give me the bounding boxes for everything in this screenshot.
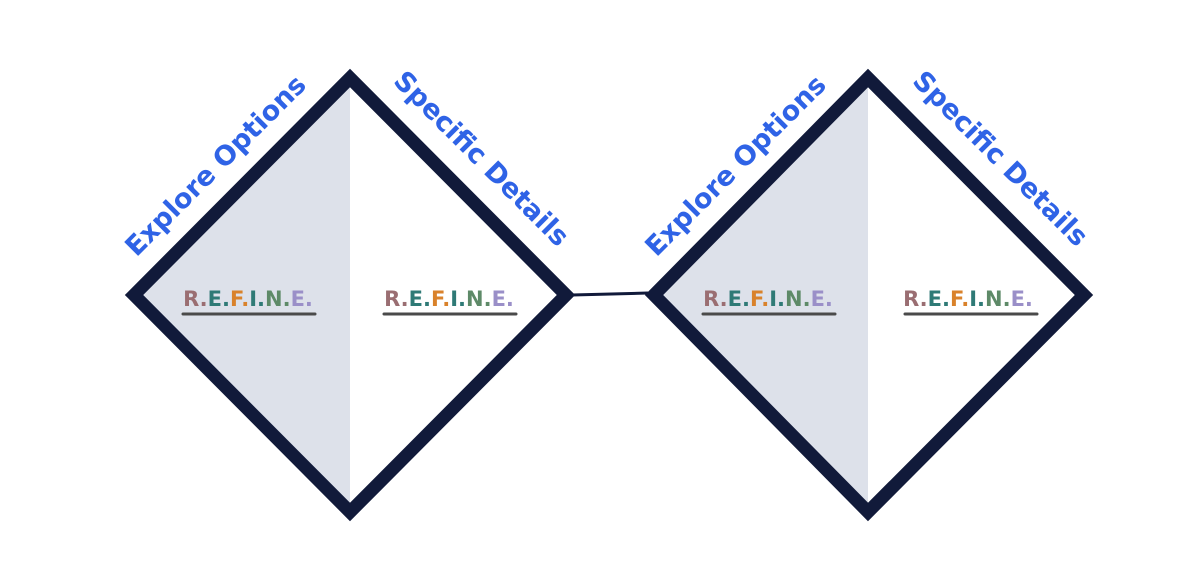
refine-letter: F. [230, 287, 249, 311]
diamond-1-left-refine: R.E.F.I.N.E. [183, 287, 313, 311]
refine-letter: E. [728, 287, 750, 311]
diamond-1-right-label: Specific Details [387, 65, 575, 253]
diamond-1-right-refine: R.E.F.I.N.E. [384, 287, 514, 311]
refine-letter: F. [750, 287, 769, 311]
diamond-1-shaded-half [134, 78, 350, 512]
refine-letter: E. [409, 287, 431, 311]
diamond-2-right-refine: R.E.F.I.N.E. [903, 287, 1033, 311]
diamond-2-outline [644, 68, 1094, 522]
refine-letter: F. [431, 287, 450, 311]
refine-letter: N. [466, 287, 492, 311]
diamond-1: Explore Options Specific Details R.E.F.I… [119, 65, 576, 522]
refine-letter: E. [811, 287, 833, 311]
refine-letter: N. [985, 287, 1011, 311]
refine-letter: R. [384, 287, 409, 311]
refine-letter: N. [265, 287, 291, 311]
refine-letter: R. [703, 287, 728, 311]
refine-letter: E. [492, 287, 514, 311]
refine-letter: I. [769, 287, 785, 311]
refine-letter: I. [969, 287, 985, 311]
refine-letter: R. [903, 287, 928, 311]
refine-letter: F. [950, 287, 969, 311]
diamond-2-right-label: Specific Details [906, 65, 1094, 253]
refine-letter: E. [928, 287, 950, 311]
refine-letter: I. [450, 287, 466, 311]
diamond-2-shaded-half [654, 78, 868, 512]
diamond-2: Explore Options Specific Details R.E.F.I… [639, 65, 1094, 522]
diamond-2-left-refine: R.E.F.I.N.E. [703, 287, 833, 311]
diamond-1-outline [124, 68, 576, 522]
refine-letter: E. [1011, 287, 1033, 311]
connector-line [571, 291, 649, 297]
refine-letter: I. [249, 287, 265, 311]
refine-letter: N. [785, 287, 811, 311]
refine-letter: E. [291, 287, 313, 311]
refine-letter: R. [183, 287, 208, 311]
refine-letter: E. [208, 287, 230, 311]
